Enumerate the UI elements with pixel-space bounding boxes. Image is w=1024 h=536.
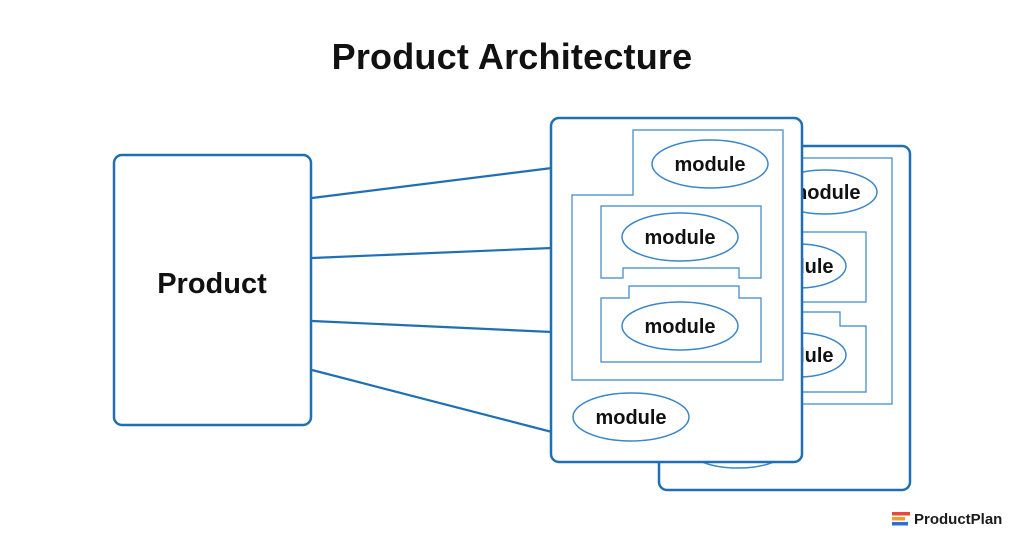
back-module-1-label: module: [789, 182, 860, 204]
front-module-2: module: [621, 212, 739, 262]
front-card: module module module module: [549, 116, 804, 464]
connector-line-4: [311, 368, 553, 434]
front-card-container-lower: [600, 285, 762, 363]
front-module-1-label: module: [674, 154, 745, 176]
front-card-container-upper: [600, 205, 762, 279]
product-box: Product: [112, 153, 313, 427]
connector-line-2: [311, 246, 553, 260]
product-label: Product: [157, 268, 267, 300]
front-module-1: module: [651, 139, 769, 189]
front-module-3-label: module: [644, 316, 715, 338]
connector-line-3: [311, 319, 553, 334]
front-module-2-label: module: [644, 227, 715, 249]
connector-line-1: [311, 166, 553, 200]
front-module-4-label: module: [595, 407, 666, 429]
connectors: [311, 166, 553, 434]
front-card-frame: [549, 116, 804, 464]
front-module-2-oval: [621, 212, 739, 262]
front-module-4-oval: [572, 392, 690, 442]
front-module-3-oval: [621, 301, 739, 351]
productplan-brand: ProductPlan: [892, 509, 1002, 529]
product-box-frame: [112, 153, 313, 427]
front-card-outer-container: [571, 129, 784, 381]
diagram-title: Product Architecture: [331, 36, 693, 77]
front-module-1-oval: [651, 139, 769, 189]
productplan-logo-icon: [892, 512, 910, 526]
front-module-4: module: [572, 392, 690, 442]
brand-name: ProductPlan: [914, 510, 1003, 528]
front-module-3: module: [621, 301, 739, 351]
